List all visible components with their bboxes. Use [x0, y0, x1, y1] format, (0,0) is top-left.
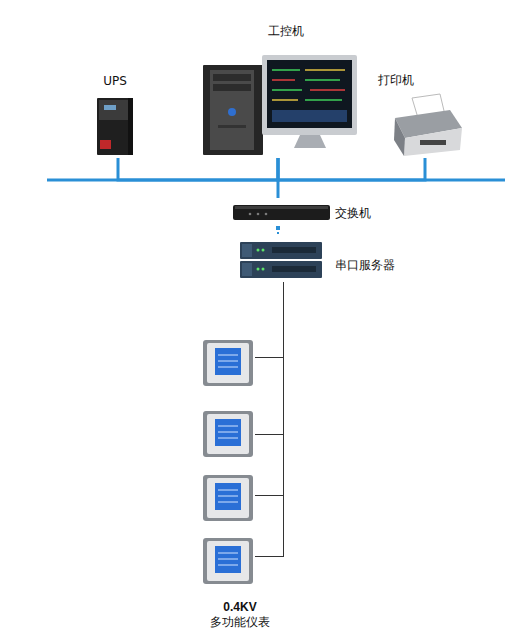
device-label: 交换机	[335, 206, 371, 220]
device-label: 多功能仪表	[210, 615, 270, 629]
device-label: 打印机	[378, 73, 414, 87]
network-link	[277, 228, 279, 236]
meter-icons	[203, 340, 253, 584]
device-node: 串口服务器	[235, 236, 415, 282]
device-label: 工控机	[268, 24, 304, 38]
device-label: 串口服务器	[335, 258, 395, 272]
device-label: 0.4KV	[223, 600, 256, 614]
rs485-bus	[255, 338, 284, 557]
device-node: 打印机	[372, 70, 464, 158]
network-link	[283, 282, 284, 338]
device-node: 工控机	[195, 20, 360, 158]
device-node: 交换机	[230, 198, 380, 228]
device-node: UPS	[85, 70, 145, 158]
serial-server-icon	[240, 242, 322, 278]
ups-icon	[97, 98, 133, 155]
printer-icon	[394, 94, 462, 156]
network-link	[278, 158, 425, 180]
device-node: 0.4KV多功能仪表	[190, 338, 290, 633]
network-link	[277, 158, 280, 198]
switch-icon	[233, 205, 330, 230]
device-label: UPS	[103, 74, 127, 88]
network-link	[118, 158, 278, 180]
pc-tower-icon	[203, 65, 263, 155]
monitor-icon	[262, 55, 357, 148]
